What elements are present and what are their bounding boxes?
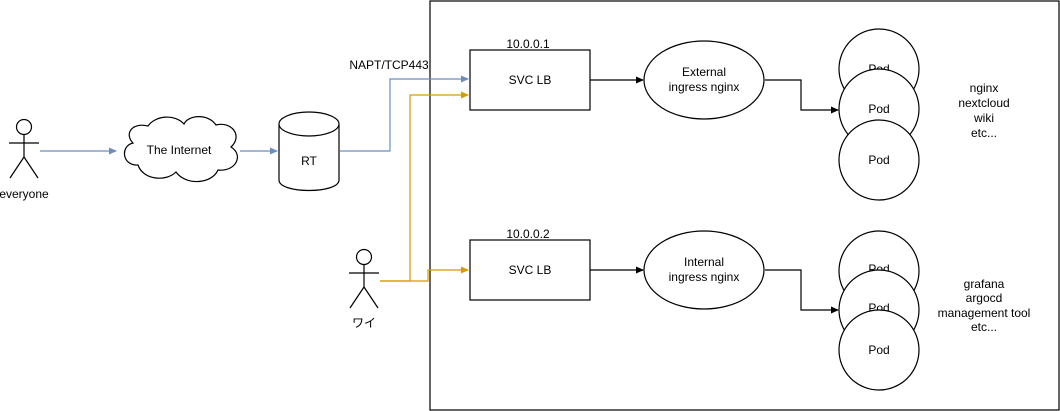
internal-app-item: grafana bbox=[964, 277, 1005, 291]
external-ip-label: 10.0.0.1 bbox=[506, 37, 550, 51]
actor-everyone-head bbox=[15, 118, 33, 136]
external-app-item: etc... bbox=[971, 126, 997, 140]
internal-apps-list: grafana argocd management tool etc... bbox=[938, 277, 1031, 334]
internal-app-item: argocd bbox=[966, 291, 1003, 305]
internal-svc-lb-box bbox=[469, 239, 591, 301]
external-ingress-line1: External bbox=[682, 65, 726, 79]
actor-wai bbox=[349, 248, 379, 309]
internal-pod-3 bbox=[838, 309, 920, 391]
external-pod-3 bbox=[838, 119, 920, 201]
edge-external-ingress-to-pods bbox=[765, 79, 839, 114]
internal-app-item: management tool bbox=[938, 306, 1031, 320]
internal-pod-3-label: Pod bbox=[868, 343, 889, 357]
router-cylinder bbox=[278, 111, 340, 192]
edge-label-napt: NAPT/TCP443 bbox=[349, 58, 429, 72]
external-svc-lb-label: SVC LB bbox=[509, 73, 552, 87]
internal-ingress-line2: ingress nginx bbox=[669, 270, 740, 284]
router-label: RT bbox=[301, 154, 317, 168]
external-pod-3-label: Pod bbox=[868, 153, 889, 167]
edge-router-to-external-svc-lb bbox=[340, 75, 469, 152]
actor-everyone bbox=[9, 118, 39, 179]
internal-ingress-line1: Internal bbox=[684, 255, 724, 269]
internet-label: The Internet bbox=[147, 143, 212, 157]
edge-wai-to-internal-svc-lb bbox=[380, 266, 469, 282]
external-apps-list: nginx nextcloud wiki etc... bbox=[958, 81, 1009, 140]
edge-internal-ingress-to-pods bbox=[765, 269, 839, 314]
internal-ip-label: 10.0.0.2 bbox=[506, 227, 550, 241]
actor-everyone-label: everyone bbox=[0, 187, 49, 201]
internal-app-item: etc... bbox=[971, 320, 997, 334]
actor-wai-head bbox=[355, 248, 373, 266]
external-app-item: nginx bbox=[970, 81, 999, 95]
external-pod-2-label: Pod bbox=[868, 102, 889, 116]
edges bbox=[40, 75, 839, 314]
external-ingress-ellipse bbox=[643, 40, 765, 120]
external-ingress-line2: ingress nginx bbox=[669, 80, 740, 94]
internet-cloud-icon bbox=[124, 116, 238, 183]
internal-ingress-ellipse bbox=[643, 230, 765, 310]
external-svc-lb-box bbox=[469, 49, 591, 111]
internal-svc-lb-label: SVC LB bbox=[509, 263, 552, 277]
actor-wai-label: ワイ bbox=[352, 316, 376, 330]
external-app-item: nextcloud bbox=[958, 96, 1009, 110]
external-app-item: wiki bbox=[973, 111, 994, 125]
